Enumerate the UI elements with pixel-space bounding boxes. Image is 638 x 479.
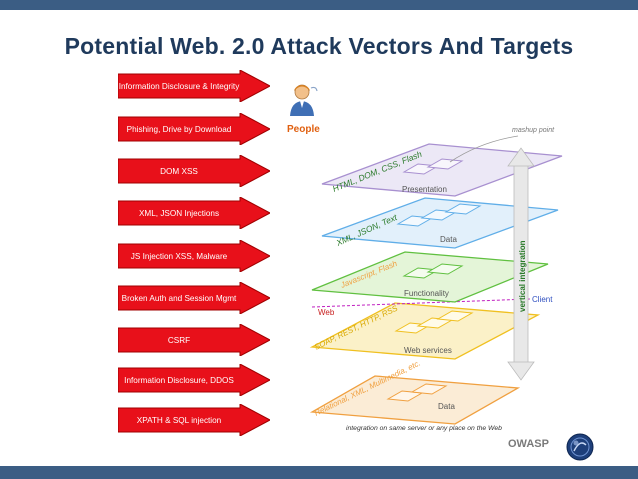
web-layers-diagram: Relational, XML, Multimedia, etc. Data S…: [309, 127, 563, 432]
attack-arrow-label: DOM XSS: [160, 166, 198, 176]
attack-arrow-label: Information Disclosure, DDOS: [124, 375, 234, 385]
attack-arrow: XPATH & SQL injection: [118, 404, 270, 436]
layer-plane: [309, 302, 541, 360]
vertical-integration-label: vertical integration: [518, 240, 527, 312]
layer-block: [426, 263, 464, 275]
arrow-shape: [118, 364, 270, 396]
attack-arrow-label: XML, JSON Injections: [138, 208, 220, 218]
arrow-shape: [118, 404, 270, 436]
arrow-shape: [118, 70, 270, 102]
owasp-wordmark: OWASP: [508, 438, 549, 450]
layer-name: Web services: [404, 346, 452, 355]
attack-arrow: Information Disclosure & Integrity: [118, 70, 270, 102]
attack-arrow: XML, JSON Injections: [118, 197, 270, 229]
layer-plane: [321, 197, 559, 249]
arrow-shape: [118, 155, 270, 187]
client-label: Client: [532, 295, 553, 304]
attack-arrow-label: XPATH & SQL injection: [136, 415, 222, 425]
arrow-head-down: [507, 361, 535, 381]
page-title: Potential Web. 2.0 Attack Vectors And Ta…: [64, 33, 574, 59]
layer-block: [410, 383, 448, 395]
integration-note: integration on same server or any place …: [346, 425, 502, 432]
layer-block: [444, 203, 482, 215]
layer-plane: [309, 375, 521, 425]
arrow-shape: [118, 282, 270, 314]
attack-arrow-label: Information Disclosure & Integrity: [118, 81, 240, 91]
layer-name: Data: [438, 402, 455, 411]
layer-name: Functionality: [404, 289, 449, 298]
attack-arrow: Broken Auth and Session Mgmt: [118, 282, 270, 314]
attack-arrow: CSRF: [118, 324, 270, 356]
web-label: Web: [318, 308, 335, 317]
arrow-shape: [118, 113, 270, 145]
attack-arrow-label: CSRF: [167, 335, 191, 345]
layer-plane: [311, 251, 549, 303]
attack-arrow: JS Injection XSS, Malware: [118, 240, 270, 272]
attack-arrow-label: JS Injection XSS, Malware: [130, 251, 228, 261]
layer-block: [426, 158, 464, 170]
top-bar: [0, 0, 638, 10]
layer-presentation: HTML, DOM, CSS, Flash Presentation: [321, 143, 563, 197]
layer-plane: [321, 143, 563, 197]
arrow-head-up: [507, 147, 535, 167]
people-label: People: [287, 124, 320, 135]
vertical-integration-arrow: vertical integration: [507, 147, 535, 381]
layer-name: Data: [440, 235, 457, 244]
layer-web-services: SOAP, REST, HTTP, RSS Web services: [309, 302, 541, 360]
attack-arrow-label: Phishing, Drive by Download: [126, 124, 232, 134]
mashup-point-label: mashup point: [512, 127, 555, 134]
arrow-shape: [118, 240, 270, 272]
layer-functionality: Javascript, Flash Functionality: [311, 251, 549, 303]
attack-arrow-label: Broken Auth and Session Mgmt: [121, 293, 237, 303]
bottom-bar: [0, 466, 638, 479]
layer-block: [436, 310, 474, 322]
layer-data-bottom: Relational, XML, Multimedia, etc. Data: [309, 358, 521, 425]
attack-arrow: Phishing, Drive by Download: [118, 113, 270, 145]
web-client-separator: [311, 298, 531, 308]
attack-arrow: Information Disclosure, DDOS: [118, 364, 270, 396]
mashup-pointer-line: [449, 135, 519, 163]
arrow-shape: [118, 324, 270, 356]
person-icon: [290, 84, 318, 116]
layer-name: Presentation: [402, 185, 447, 194]
attack-arrow: DOM XSS: [118, 155, 270, 187]
arrow-shape: [118, 197, 270, 229]
owasp-logo-icon: [566, 433, 594, 461]
